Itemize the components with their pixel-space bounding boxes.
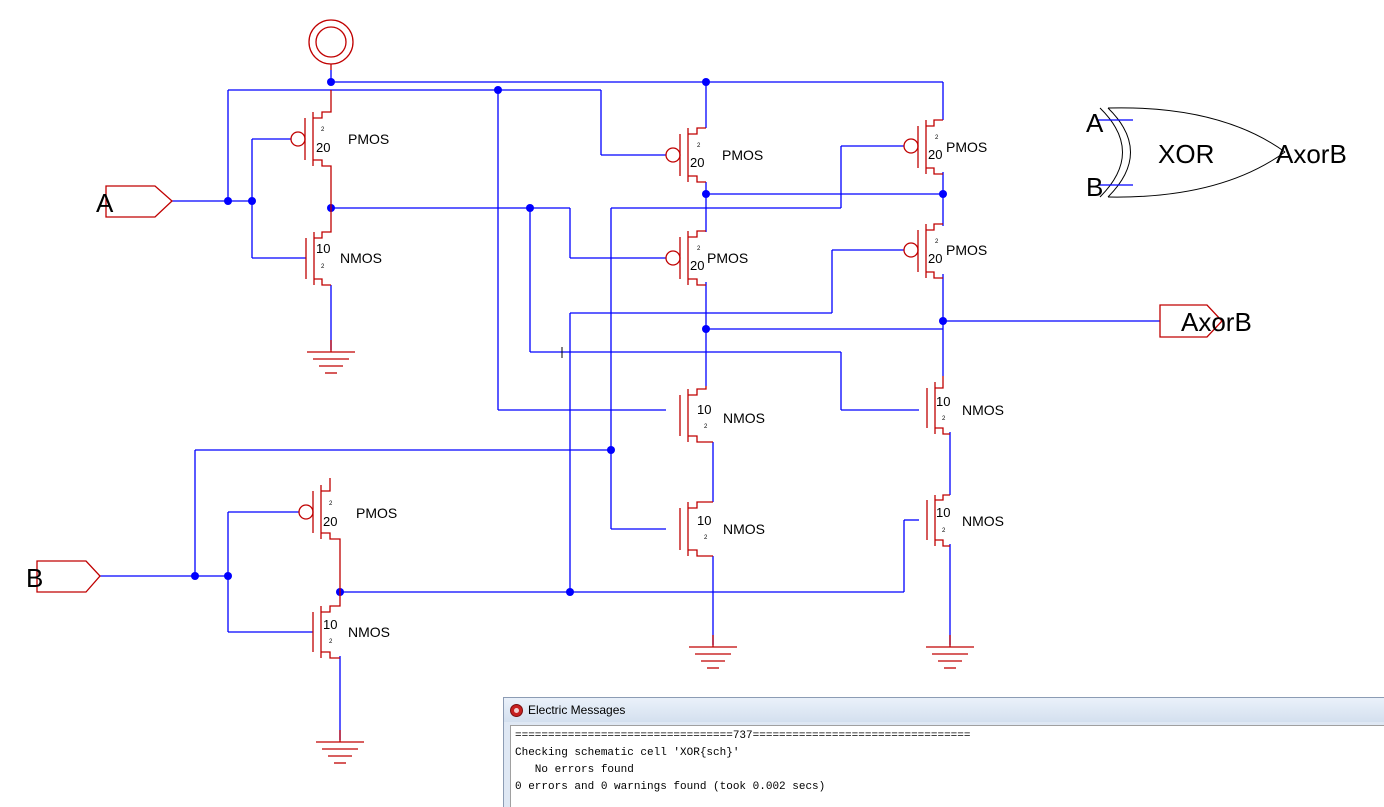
nmos-size-sub: 2 <box>321 264 325 270</box>
xor-input-b-label: B <box>1086 172 1103 202</box>
nmos-size: 10 <box>936 505 950 520</box>
nmos-label: NMOS <box>962 402 1004 418</box>
messages-window[interactable]: Electric Messages ======================… <box>503 697 1384 807</box>
power-icon[interactable] <box>308 19 354 70</box>
pmos-size-sub: 2 <box>935 239 939 245</box>
nmos-size: 10 <box>323 617 337 632</box>
message-line: Checking schematic cell 'XOR{sch}' <box>515 747 740 759</box>
pmos-label: PMOS <box>946 242 987 258</box>
pmos-transistor[interactable]: 2 20 PMOS <box>290 90 389 208</box>
pmos-size-sub: 2 <box>935 135 939 141</box>
message-line: No errors found <box>515 764 634 776</box>
input-pin-a-label: A <box>96 188 114 218</box>
output-pin-label: AxorB <box>1181 307 1252 337</box>
nmos-size: 10 <box>936 394 950 409</box>
messages-title: Electric Messages <box>528 703 626 717</box>
nmos-size-sub: 2 <box>942 528 946 534</box>
nmos-label: NMOS <box>962 513 1004 529</box>
output-pin-axorb[interactable]: AxorB <box>1159 304 1252 338</box>
pmos-size-sub: 2 <box>697 246 701 252</box>
nmos-size-sub: 2 <box>329 639 333 645</box>
pmos-label: PMOS <box>348 131 389 147</box>
message-line: =================================737====… <box>515 730 971 742</box>
xor-gate-label: XOR <box>1158 139 1214 169</box>
xor-input-a-label: A <box>1086 108 1104 138</box>
message-line: 0 errors and 0 warnings found (took 0.00… <box>515 781 826 793</box>
pmos-transistor[interactable]: 2 20 PMOS <box>665 127 763 183</box>
nmos-label: NMOS <box>348 624 390 640</box>
pmos-size: 20 <box>928 251 942 266</box>
pmos-size: 20 <box>690 155 704 170</box>
nmos-size-sub: 2 <box>942 416 946 422</box>
electric-app-icon <box>510 703 523 717</box>
pmos-size: 20 <box>316 140 330 155</box>
pmos-label: PMOS <box>356 505 397 521</box>
pmos-size: 20 <box>928 147 942 162</box>
nmos-label: NMOS <box>723 521 765 537</box>
nmos-transistor[interactable]: 10 2 NMOS <box>305 208 382 286</box>
pmos-transistor[interactable]: 2 20 PMOS <box>903 119 987 175</box>
pmos-size-sub: 2 <box>697 143 701 149</box>
input-pin-b-label: B <box>26 563 43 593</box>
input-pin-b[interactable]: B <box>26 560 101 593</box>
pmos-label: PMOS <box>707 250 748 266</box>
pmos-size-sub: 2 <box>329 501 333 507</box>
pmos-size: 20 <box>690 258 704 273</box>
pmos-label: PMOS <box>722 147 763 163</box>
nmos-label: NMOS <box>340 250 382 266</box>
nmos-transistor[interactable]: 10 2 NMOS <box>926 376 1004 435</box>
nmos-transistor[interactable]: 10 2 NMOS <box>312 592 390 659</box>
ground-icon[interactable] <box>316 730 364 764</box>
ground-icon[interactable] <box>307 340 355 374</box>
nmos-size: 10 <box>697 513 711 528</box>
pmos-size-sub: 2 <box>321 127 325 133</box>
xor-output-label: AxorB <box>1276 139 1347 169</box>
junction-dots <box>191 78 947 596</box>
input-pin-a[interactable]: A <box>96 185 173 218</box>
nmos-size: 10 <box>316 241 330 256</box>
pmos-transistor[interactable]: 2 20 PMOS <box>903 223 987 279</box>
nmos-transistor[interactable]: 10 2 NMOS <box>926 494 1004 547</box>
pmos-transistor[interactable]: 2 20 PMOS <box>298 478 397 592</box>
nmos-size: 10 <box>697 402 711 417</box>
nmos-transistor[interactable]: 10 2 NMOS <box>679 386 765 443</box>
xor-gate-icon[interactable]: A B XOR AxorB <box>1086 107 1347 202</box>
pmos-size: 20 <box>323 514 337 529</box>
pmos-label: PMOS <box>946 139 987 155</box>
nmos-size-sub: 2 <box>704 535 708 541</box>
messages-text-area[interactable]: =================================737====… <box>510 725 1384 807</box>
messages-titlebar[interactable]: Electric Messages <box>504 698 1384 722</box>
nmos-size-sub: 2 <box>704 424 708 430</box>
ground-icon[interactable] <box>689 635 737 669</box>
nmos-transistor[interactable]: 10 2 NMOS <box>679 501 765 557</box>
ground-icon[interactable] <box>926 635 974 669</box>
wire-net <box>100 70 1160 740</box>
pmos-transistor[interactable]: 2 20 PMOS <box>665 230 748 286</box>
nmos-label: NMOS <box>723 410 765 426</box>
